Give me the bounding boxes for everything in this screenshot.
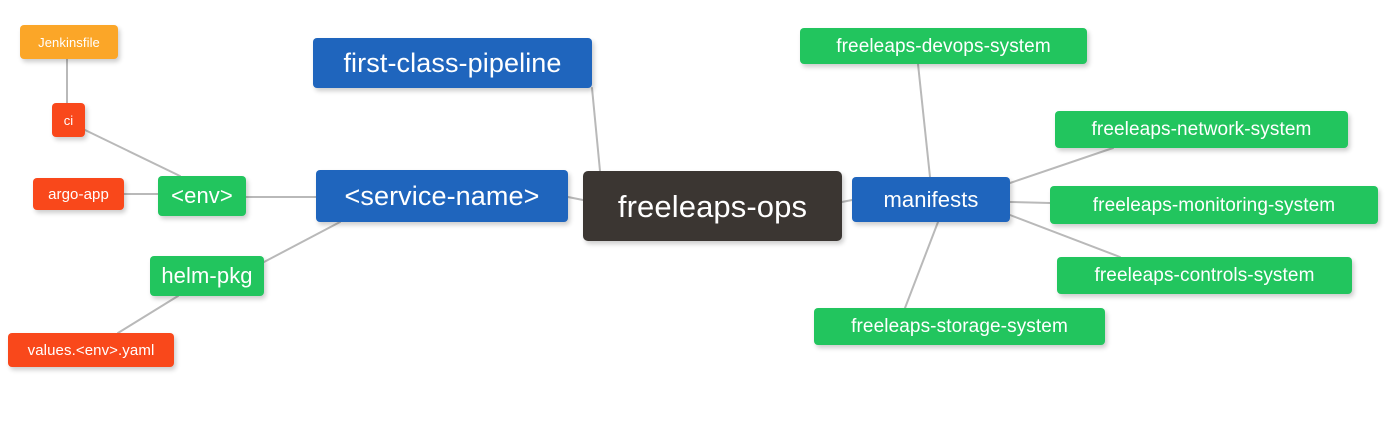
- edge-freeleaps-ops-to-service-name: [567, 196, 584, 201]
- node-freeleaps-controls-system[interactable]: freeleaps-controls-system: [1057, 257, 1352, 294]
- edge-service-name-to-helm-pkg: [263, 221, 341, 263]
- edge-helm-pkg-to-values-env-yaml: [117, 295, 179, 334]
- node-jenkinsfile[interactable]: Jenkinsfile: [20, 25, 118, 59]
- node-freeleaps-storage-system[interactable]: freeleaps-storage-system: [814, 308, 1105, 345]
- node-freeleaps-monitoring-system[interactable]: freeleaps-monitoring-system: [1050, 186, 1378, 224]
- edge-manifests-to-freeleaps-network-system: [1009, 147, 1114, 184]
- edge-freeleaps-ops-to-first-class-pipeline: [591, 87, 601, 172]
- node-manifests[interactable]: manifests: [852, 177, 1010, 222]
- edge-freeleaps-ops-to-manifests: [841, 199, 853, 203]
- edge-manifests-to-freeleaps-storage-system: [904, 221, 939, 309]
- node-ci[interactable]: ci: [52, 103, 85, 137]
- edge-manifests-to-freeleaps-monitoring-system: [1009, 201, 1051, 204]
- node-argo-app[interactable]: argo-app: [33, 178, 124, 210]
- node-freeleaps-ops[interactable]: freeleaps-ops: [583, 171, 842, 241]
- edge-env-to-ci: [84, 129, 181, 177]
- node-values-env-yaml[interactable]: values.<env>.yaml: [8, 333, 174, 367]
- edge-manifests-to-freeleaps-devops-system: [917, 63, 931, 178]
- node-first-class-pipeline[interactable]: first-class-pipeline: [313, 38, 592, 88]
- node-freeleaps-devops-system[interactable]: freeleaps-devops-system: [800, 28, 1087, 64]
- node-env[interactable]: <env>: [158, 176, 246, 216]
- node-service-name[interactable]: <service-name>: [316, 170, 568, 222]
- node-helm-pkg[interactable]: helm-pkg: [150, 256, 264, 296]
- node-freeleaps-network-system[interactable]: freeleaps-network-system: [1055, 111, 1348, 148]
